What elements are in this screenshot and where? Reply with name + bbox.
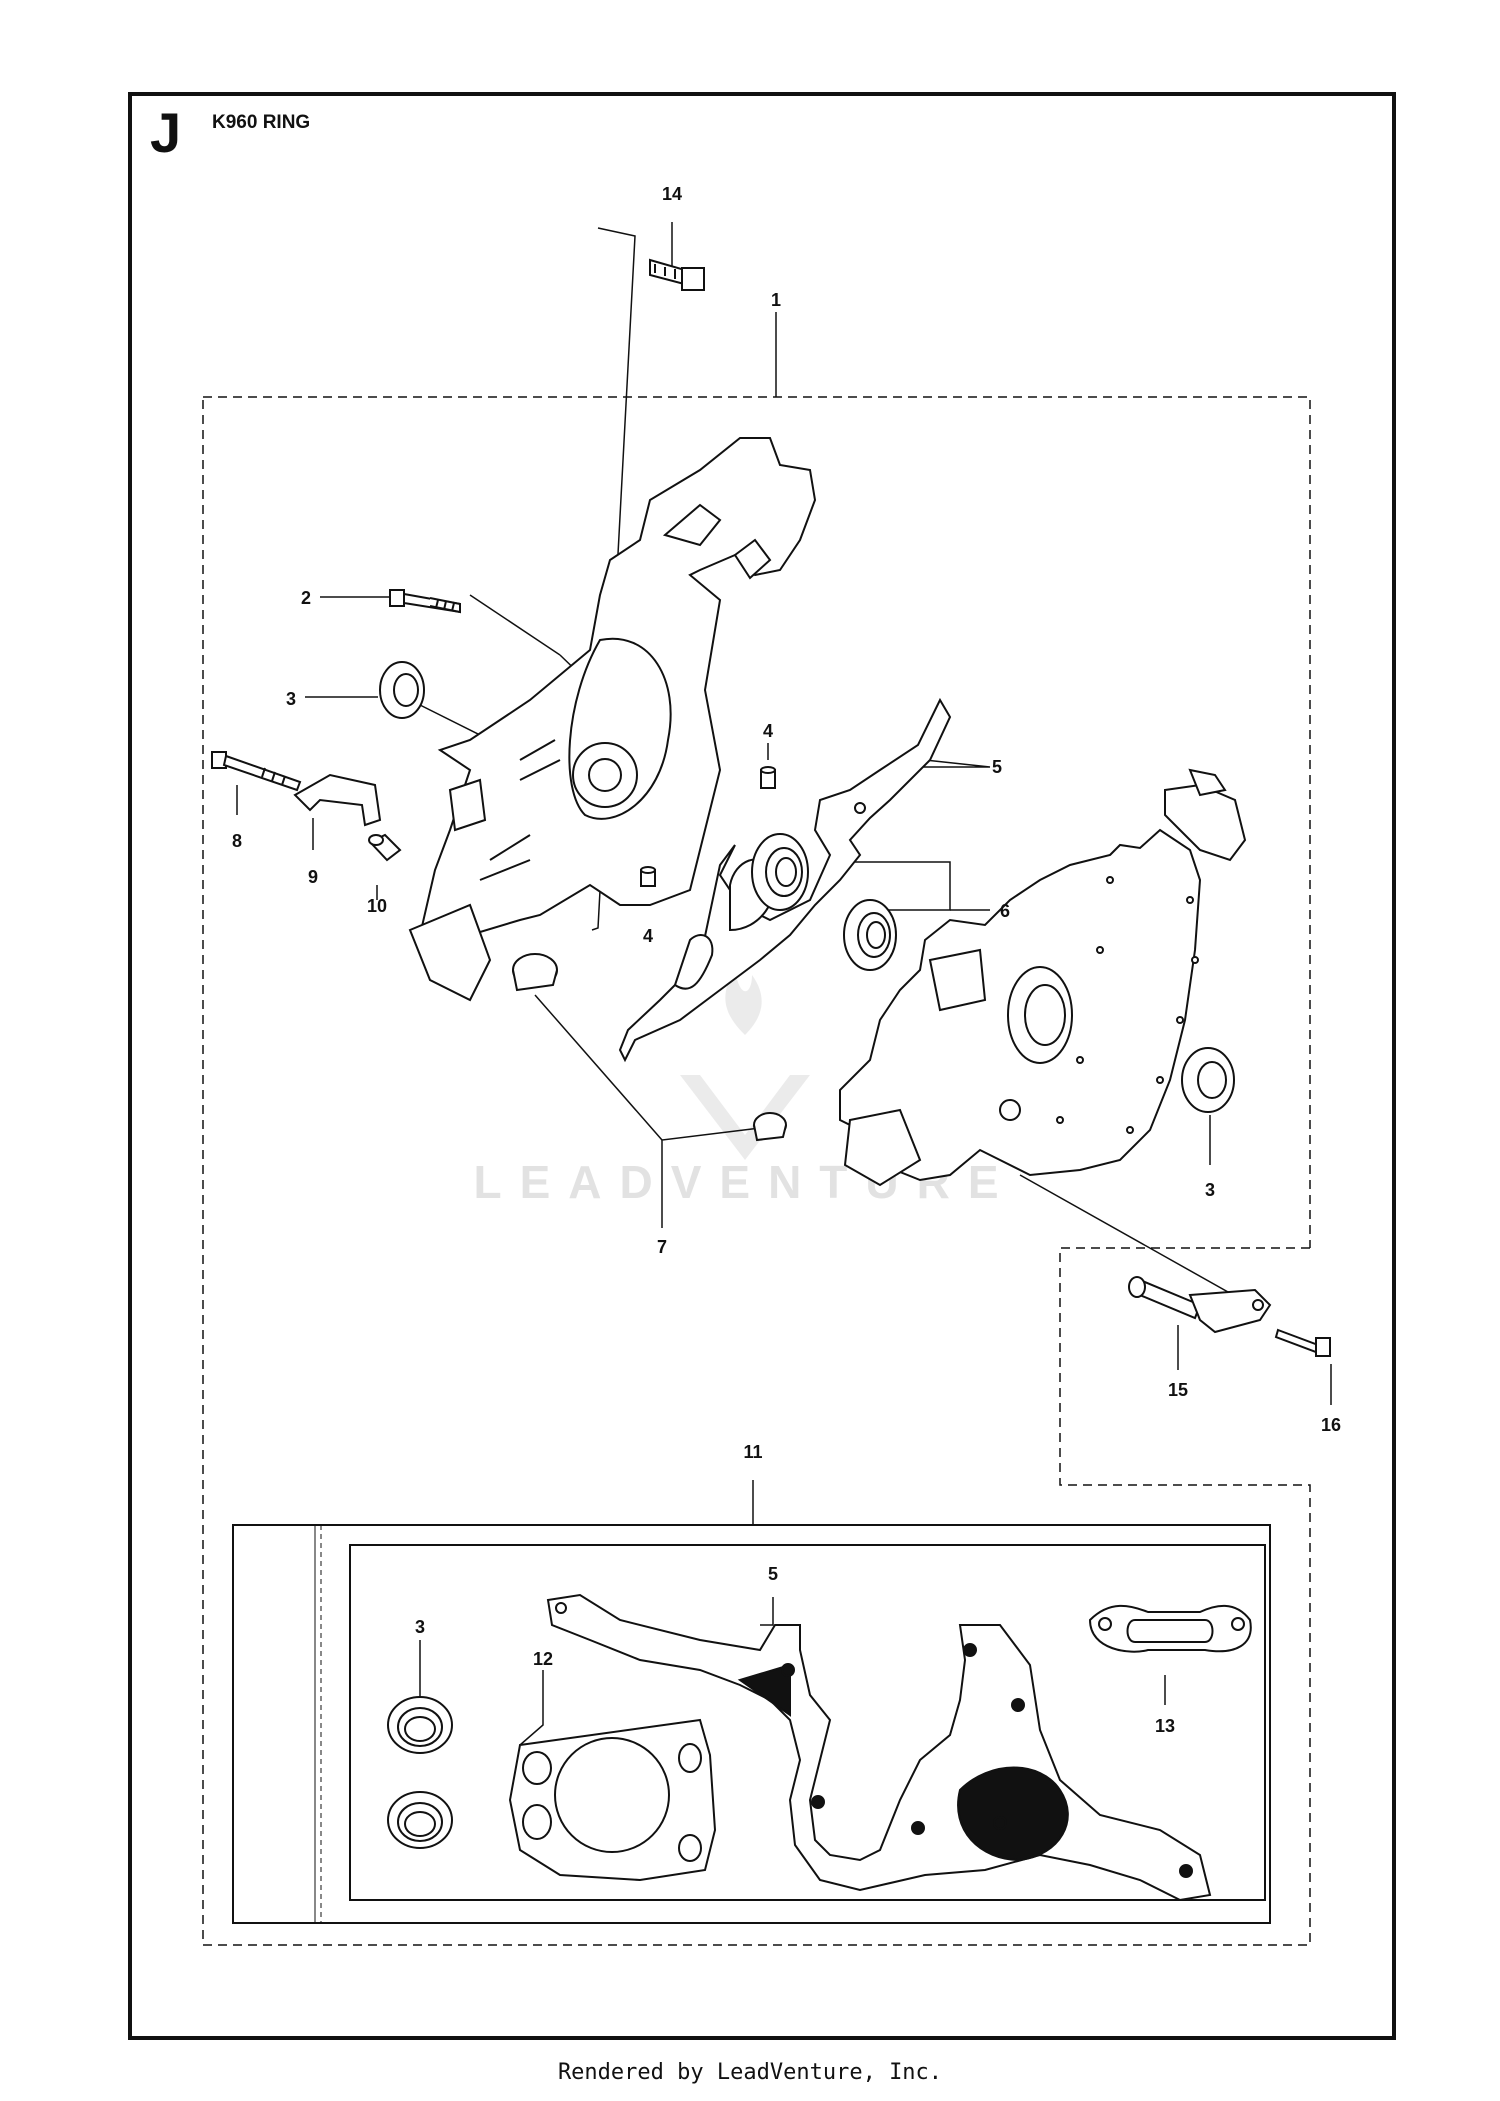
callout-1: 1 <box>771 290 781 310</box>
part-10-spacer <box>368 833 402 862</box>
callout-2: 2 <box>301 588 311 608</box>
callout-8: 8 <box>232 831 242 851</box>
part-14-bolt <box>649 258 705 291</box>
section-letter: J <box>150 101 182 164</box>
callout-5: 5 <box>992 757 1002 777</box>
callout-3c: 3 <box>415 1617 425 1637</box>
callout-4b: 4 <box>643 926 653 946</box>
kit-part-13-gasket <box>1088 1604 1252 1653</box>
callout-4: 4 <box>763 721 773 741</box>
part-3-seal-right <box>1181 1047 1235 1113</box>
footer-credit: Rendered by LeadVenture, Inc. <box>557 2060 943 2085</box>
watermark-logo <box>680 970 810 1160</box>
callout-11: 11 <box>743 1442 762 1462</box>
callout-10: 10 <box>367 896 387 916</box>
gasket-kit-box <box>232 1524 1271 1924</box>
part-8-bolt <box>211 751 302 792</box>
left-crankcase-half <box>408 437 817 1002</box>
part-7-plug-left <box>512 953 558 992</box>
part-5-gasket <box>618 697 952 1063</box>
kit-part-3-seals <box>387 1696 453 1849</box>
part-3-seal-left <box>379 661 425 719</box>
callout-6: 6 <box>1000 901 1010 921</box>
callout-14: 14 <box>662 184 682 204</box>
assembly-boundaries <box>202 396 1311 1946</box>
callout-7: 7 <box>657 1237 667 1257</box>
callout-3: 3 <box>286 689 296 709</box>
part-9-bracket <box>293 773 382 827</box>
part-2-bolt <box>389 589 461 614</box>
kit-part-5-gasket <box>546 1593 1212 1902</box>
part-7-plug-right <box>753 1112 787 1142</box>
callout-12: 12 <box>533 1649 553 1669</box>
diagram-title: K960 RING <box>212 112 311 133</box>
callout-5b: 5 <box>768 1564 778 1584</box>
diagram-frame <box>128 92 1396 2040</box>
callout-15: 15 <box>1168 1380 1188 1400</box>
part-16-screw <box>1274 1328 1331 1357</box>
callout-9: 9 <box>308 867 318 887</box>
part-15-pin <box>1128 1276 1272 1334</box>
callout-3b: 3 <box>1205 1180 1215 1200</box>
callout-13: 13 <box>1155 1716 1175 1736</box>
callout-16: 16 <box>1321 1415 1341 1435</box>
part-4-pins <box>640 766 776 887</box>
part-6-bearings <box>751 833 897 971</box>
callout-labels: 14 1 2 3 4 5 8 9 10 4 6 7 3 15 16 11 5 3… <box>232 184 1341 1736</box>
right-crankcase-half <box>839 768 1247 1187</box>
kit-part-12-cylinder-gasket <box>508 1718 717 1882</box>
